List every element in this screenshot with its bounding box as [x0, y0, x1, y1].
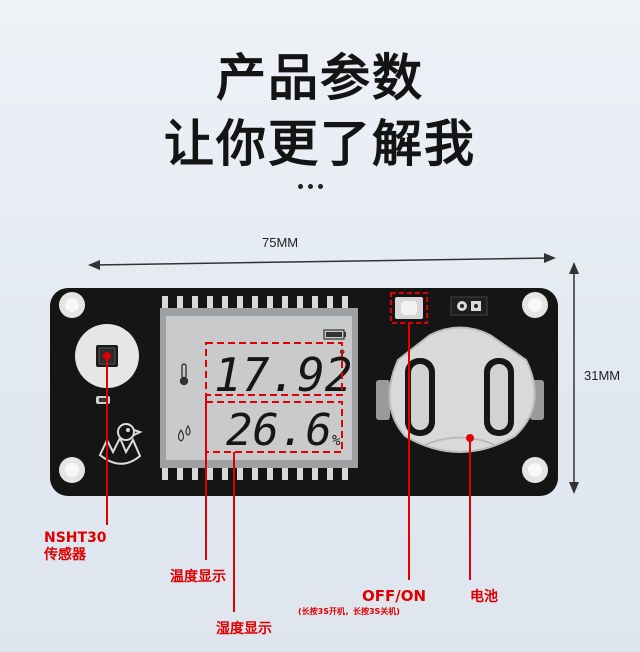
sensor-label: NSHT30 传感器: [44, 530, 107, 564]
humidity-reading: 26.6: [226, 405, 332, 456]
dot: [308, 184, 313, 189]
height-arrow: [569, 262, 579, 494]
page-title: 产品参数: [216, 49, 424, 107]
mounting-holes: [59, 292, 548, 483]
humidity-display-label: 湿度显示: [216, 621, 272, 637]
chick-logo: [98, 423, 143, 465]
lcd-battery-icon: [323, 329, 346, 340]
battery-holder: [376, 326, 544, 453]
dot: [298, 184, 303, 189]
sensor-label-name: 传感器: [44, 547, 86, 563]
power-button-note: (长按3S开机，长按3S关机): [298, 607, 400, 616]
dot: [318, 184, 323, 189]
width-arrow: [88, 253, 556, 270]
power-button[interactable]: [395, 297, 423, 319]
lcd-pins-bottom: [162, 468, 348, 480]
temperature-display-label: 温度显示: [170, 569, 226, 585]
temperature-highlight-box: [205, 342, 343, 396]
sensor-label-model: NSHT30: [44, 530, 107, 546]
height-dimension-label: 31MM: [584, 368, 621, 383]
page-subtitle: 让你更了解我: [164, 115, 476, 173]
width-dimension-label: 75MM: [262, 235, 299, 250]
humidity-unit: %: [332, 433, 341, 449]
header-pads: [450, 296, 488, 316]
lcd-screen: [166, 316, 352, 460]
power-button-label: OFF/ON: [362, 587, 427, 605]
separator-dots: [298, 184, 323, 189]
lcd-pins-top: [162, 296, 348, 308]
droplet-icon: [177, 424, 191, 442]
temperature-reading: 17.92: [214, 348, 352, 402]
thermometer-icon: [179, 363, 189, 386]
annotation-leaders: [103, 323, 474, 612]
battery-label: 电池: [470, 589, 498, 605]
